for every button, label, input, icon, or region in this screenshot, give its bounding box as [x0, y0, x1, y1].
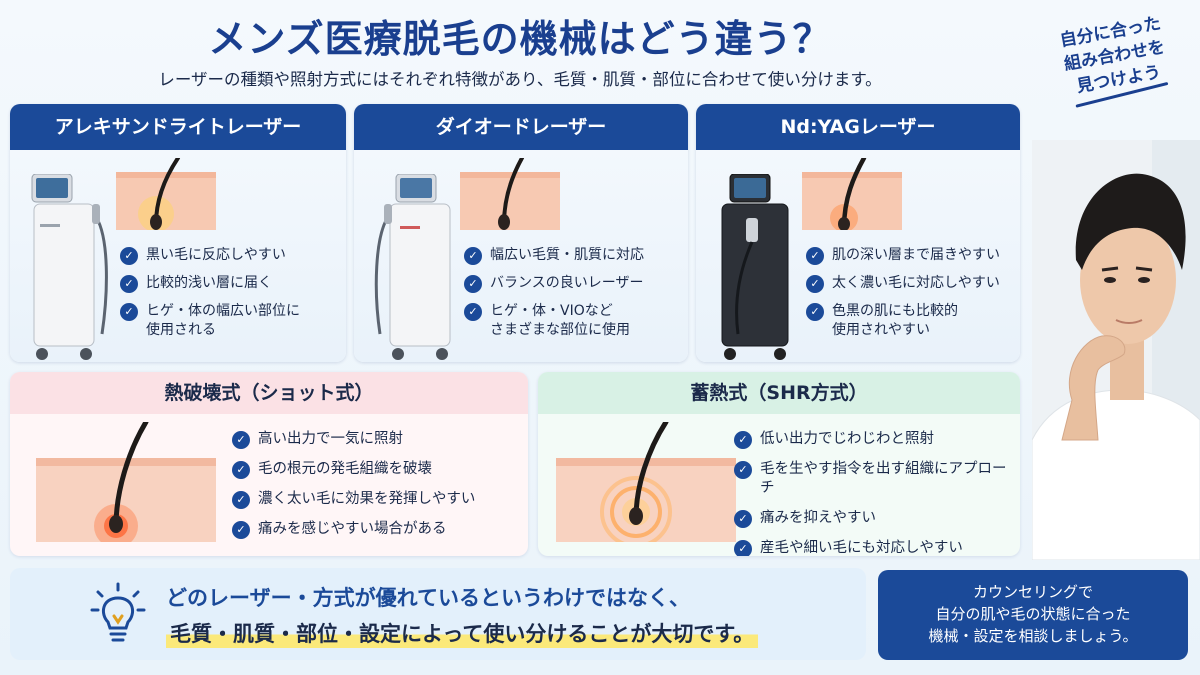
method-panel-shot: 熱破壊式（ショット式） ✓高い出力で一気に照射 ✓毛の根元の発毛組織を破壊 ✓濃…: [10, 372, 528, 556]
feature-item: ✓肌の深い層まで届きやすい: [806, 246, 1012, 265]
check-icon: ✓: [232, 521, 250, 539]
feature-item: ✓黒い毛に反応しやすい: [120, 246, 338, 265]
feature-item: ✓太く濃い毛に対応しやすい: [806, 274, 1012, 293]
laser-machine-black-icon: [721, 174, 789, 360]
check-icon: ✓: [464, 247, 482, 265]
check-icon: ✓: [120, 275, 138, 293]
check-icon: ✓: [120, 247, 138, 265]
feature-item-continued: さまざまな部位に使用: [490, 322, 630, 338]
laser-card-diode: ダイオードレーザー ✓幅広い毛質・肌質に対応 ✓バランスの良いレーザー ✓ヒゲ・…: [354, 104, 688, 362]
laser-machine-white-icon: [374, 174, 451, 360]
check-icon: ✓: [464, 275, 482, 293]
check-icon: ✓: [734, 540, 752, 556]
hair-follicle-heat-accumulation-icon: [556, 422, 736, 542]
method-title: 熱破壊式（ショット式）: [10, 372, 528, 414]
laser-card-title: ダイオードレーザー: [354, 104, 688, 150]
feature-item: ✓高い出力で一気に照射: [232, 430, 475, 449]
laser-card-title: Nd:YAGレーザー: [696, 104, 1020, 150]
callout-line-1: カウンセリングで: [972, 583, 1093, 601]
method-panel-shr: 蓄熱式（SHR方式） ✓低い出力でじわじわと照射 ✓毛を生やす指令を出す組織にア…: [538, 372, 1020, 556]
check-icon: ✓: [734, 510, 752, 528]
laser-card-ndyag: Nd:YAGレーザー ✓肌の深い層まで届きやすい ✓太く濃い毛に対応しやすい ✓…: [696, 104, 1020, 362]
lightbulb-icon: [90, 582, 146, 642]
feature-item: ✓幅広い毛質・肌質に対応: [464, 246, 680, 265]
feature-item: ✓ヒゲ・体の幅広い部位に: [120, 302, 338, 321]
feature-item-continued: 使用される: [146, 322, 216, 338]
feature-item: ✓ヒゲ・体・VIOなど: [464, 302, 680, 321]
handwritten-note: 自分に合った 組み合わせを 見つけよう: [1034, 8, 1195, 110]
feature-item: ✓痛みを抑えやすい: [734, 509, 1020, 528]
method-title: 蓄熱式（SHR方式）: [538, 372, 1020, 414]
page-title: メンズ医療脱毛の機械はどう違う？: [208, 17, 832, 61]
callout-line-2: 自分の肌や毛の状態に合った: [935, 605, 1131, 623]
feature-item: ✓比較的浅い層に届く: [120, 274, 338, 293]
check-icon: ✓: [232, 431, 250, 449]
feature-item: ✓バランスの良いレーザー: [464, 274, 680, 293]
feature-item-continued: 使用されやすい: [832, 322, 930, 338]
feature-item: ✓毛の根元の発毛組織を破壊: [232, 460, 475, 479]
laser-machine-white-icon: [31, 174, 108, 360]
check-icon: ✓: [806, 247, 824, 265]
check-icon: ✓: [232, 491, 250, 509]
feature-item: ✓痛みを感じやすい場合がある: [232, 520, 475, 539]
hair-follicle-deep-icon: [802, 158, 902, 230]
tip-box: どのレーザー・方式が優れているというわけではなく、 毛質・肌質・部位・設定によっ…: [10, 568, 866, 660]
feature-item: ✓産毛や細い毛にも対応しやすい: [734, 539, 1020, 556]
feature-item: ✓濃く太い毛に効果を発揮しやすい: [232, 490, 475, 509]
check-icon: ✓: [464, 303, 482, 321]
tip-line-1: どのレーザー・方式が優れているというわけではなく、: [166, 586, 690, 610]
check-icon: ✓: [806, 275, 824, 293]
counseling-callout: カウンセリングで 自分の肌や毛の状態に合った 機械・設定を相談しましょう。: [878, 570, 1188, 660]
laser-card-alexandrite: アレキサンドライトレーザー ✓黒い毛に反応しやすい ✓比較的浅い層に届く ✓ヒゲ…: [10, 104, 346, 362]
check-icon: ✓: [806, 303, 824, 321]
check-icon: ✓: [232, 461, 250, 479]
check-icon: ✓: [734, 431, 752, 449]
tip-line-2-highlighted: 毛質・肌質・部位・設定によって使い分けることが大切です。: [166, 618, 759, 648]
man-portrait-image: [1032, 140, 1200, 560]
feature-item: ✓低い出力でじわじわと照射: [734, 430, 1020, 449]
page-subtitle: レーザーの種類や照射方式にはそれぞれ特徴があり、毛質・肌質・部位に合わせて使い分…: [158, 70, 882, 89]
hair-follicle-thermal-destruction-icon: [36, 422, 216, 542]
laser-card-title: アレキサンドライトレーザー: [10, 104, 346, 150]
check-icon: ✓: [734, 461, 752, 479]
feature-item: ✓色黒の肌にも比較的: [806, 302, 1012, 321]
man-thinking-illustration: [1032, 140, 1200, 560]
callout-line-3: 機械・設定を相談しましょう。: [928, 627, 1138, 645]
hair-follicle-shallow-icon: [116, 158, 216, 230]
check-icon: ✓: [120, 303, 138, 321]
feature-item: ✓毛を生やす指令を出す組織にアプローチ: [734, 460, 1020, 498]
hair-follicle-medium-icon: [460, 158, 560, 230]
